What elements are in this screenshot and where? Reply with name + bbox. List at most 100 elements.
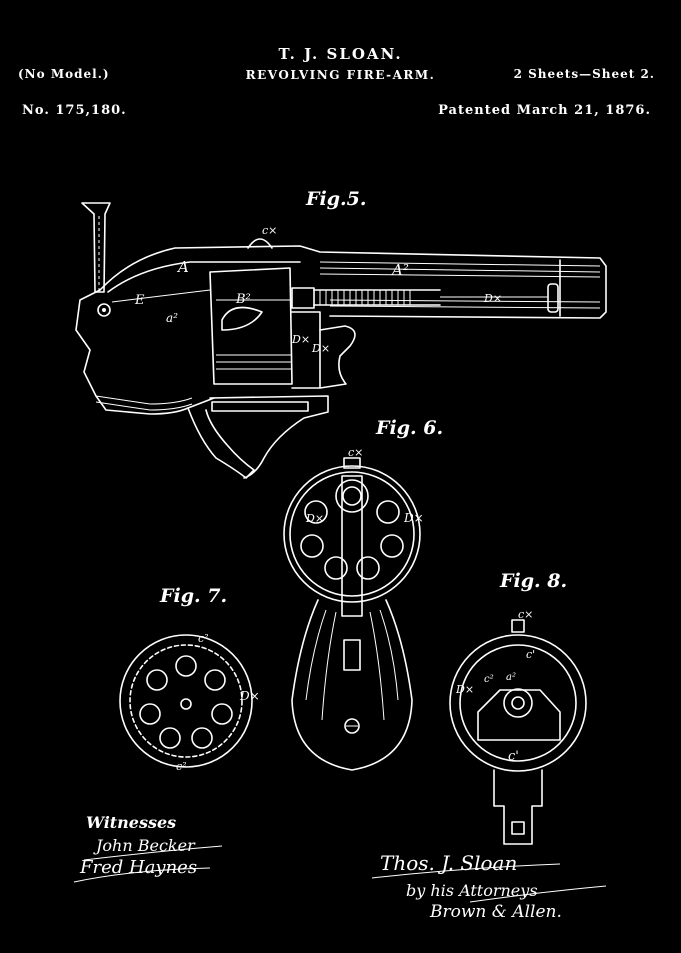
fig6-hammer-circle	[335, 479, 369, 513]
fig5-label: Fig.5.	[305, 188, 366, 210]
barrel-line-2	[319, 267, 601, 273]
barrel-line-3	[319, 273, 601, 278]
fig6-chamber-2	[300, 534, 324, 558]
ref-B2-fig5: B²	[235, 292, 251, 307]
attorneys-name: Brown & Allen.	[429, 902, 562, 922]
model-note: (No Model.)	[18, 67, 110, 81]
ref-Dx-fig5-a: D×	[291, 333, 310, 346]
fig8-stem-slot	[511, 821, 525, 835]
ref-Dx-fig5-b: D×	[311, 342, 330, 355]
fig5-revolver-side-view: Fig.5.	[75, 188, 607, 479]
witness-signature-1: John Becker	[93, 836, 196, 855]
fig7-chamber-2	[204, 669, 226, 691]
fig6-grip-outline	[291, 599, 413, 771]
ref-Dx-fig7: D×	[239, 689, 260, 703]
signature-flourish	[371, 863, 607, 903]
fig8-latch	[511, 619, 525, 633]
grip-outline	[75, 289, 215, 415]
hammer-spur	[81, 202, 111, 293]
cartridge	[221, 306, 263, 331]
ref-cx-fig8: c×	[518, 608, 533, 621]
hammer-pivot	[97, 303, 111, 317]
fig6-chamber-3	[324, 556, 348, 580]
fig6-trigger	[343, 639, 361, 671]
ejector-head	[291, 287, 315, 309]
trigger-guard	[209, 395, 329, 479]
ref-c2-fig8: c²	[484, 674, 494, 685]
fig6-chamber-5	[380, 534, 404, 558]
attorneys-by-line: by his Attorneys	[406, 881, 538, 900]
cylinder-body	[209, 267, 293, 385]
ref-Dx-fig6-b: D×	[403, 511, 424, 525]
witnesses-heading: Witnesses	[86, 813, 176, 832]
barrel-line-5	[329, 305, 601, 309]
grip-lines	[95, 395, 193, 411]
fig6-chamber-6	[376, 500, 400, 524]
patent-number: No. 175,180.	[22, 103, 127, 118]
ref-cx-fig6: c×	[348, 446, 363, 459]
fig6-chamber-1	[304, 500, 328, 524]
ref-a2-fig8: a²	[506, 672, 516, 683]
sheet-count: 2 Sheets—Sheet 2.	[513, 67, 655, 81]
frame-top-strap	[99, 245, 607, 319]
ref-A2-fig5: A²	[390, 261, 409, 279]
latch-cx	[247, 238, 273, 249]
trigger-guard-bar	[211, 401, 309, 412]
fig8-hub-inner	[511, 696, 525, 710]
fig7-chamber-1	[175, 655, 197, 677]
fig7-inner-ring	[129, 644, 243, 758]
fig6-cylinder-inner	[289, 471, 415, 597]
ref-E-fig5: E	[134, 293, 145, 308]
ref-a2-fig5: a²	[166, 311, 178, 325]
fig7-label: Fig. 7.	[159, 585, 227, 607]
inventor-name: T. J. SLOAN.	[278, 45, 403, 63]
ref-c2-fig7-top: c²	[198, 632, 209, 645]
fig7-chamber-3	[211, 703, 233, 725]
fig6-hammer-inner	[342, 486, 362, 506]
fig7-axis	[180, 698, 192, 710]
frame-inner-line	[107, 261, 301, 293]
hammer-pivot-center	[102, 308, 106, 312]
fig8-label: Fig. 8.	[499, 570, 567, 592]
hammer-link	[111, 289, 211, 303]
ref-c1-fig8-bottom: c'	[508, 749, 519, 764]
ref-Dx-fig5-c: D×	[483, 292, 502, 305]
front-sight	[547, 283, 559, 313]
witness-signature-2: Fred Haynes	[79, 857, 197, 878]
fig6-grip-lines	[305, 609, 399, 721]
fig8-breech-view: Fig. 8. c× D× c² a² c' c'	[449, 570, 587, 845]
fig8-inner-ring	[459, 644, 577, 762]
inventor-signature-block: Thos. J. Sloan by his Attorneys Brown & …	[371, 851, 607, 922]
fig6-cylinder-outline	[283, 465, 421, 603]
fig7-outer-ring	[119, 634, 253, 768]
witnesses-block: Witnesses John Becker Fred Haynes	[73, 813, 223, 883]
trigger	[187, 407, 255, 479]
inventor-signature: Thos. J. Sloan	[380, 851, 517, 875]
fig7-chamber-6	[139, 703, 161, 725]
ref-cx-fig5: c×	[262, 224, 277, 237]
fig8-outer-ring	[449, 634, 587, 772]
ejector-spring	[319, 290, 411, 305]
ref-Dx-fig8: D×	[455, 683, 474, 696]
patent-date: Patented March 21, 1876.	[438, 103, 651, 118]
fig6-rear-view: Fig. 6. c× D× D×	[283, 417, 443, 771]
ref-c1-fig8-top: c'	[526, 648, 535, 661]
ref-c2-fig7-bottom: c²	[176, 760, 187, 773]
fig6-grip-screw	[344, 718, 360, 734]
fig8-stem	[493, 769, 543, 845]
ref-Dx-fig6-a: D×	[305, 512, 324, 525]
ref-A-fig5: A	[176, 258, 189, 276]
witness-flourish	[73, 845, 223, 883]
frame-lug	[319, 325, 356, 389]
fig6-chamber-4	[356, 556, 380, 580]
barrel-line-4	[329, 299, 601, 303]
fig7-chamber-4	[191, 727, 213, 749]
fig8-breech-block	[477, 689, 561, 741]
fig6-frame-strap	[341, 475, 363, 617]
fig6-label: Fig. 6.	[375, 417, 443, 439]
fig7-chamber-5	[159, 727, 181, 749]
fig8-hub	[503, 688, 533, 718]
recoil-shield	[291, 311, 321, 389]
